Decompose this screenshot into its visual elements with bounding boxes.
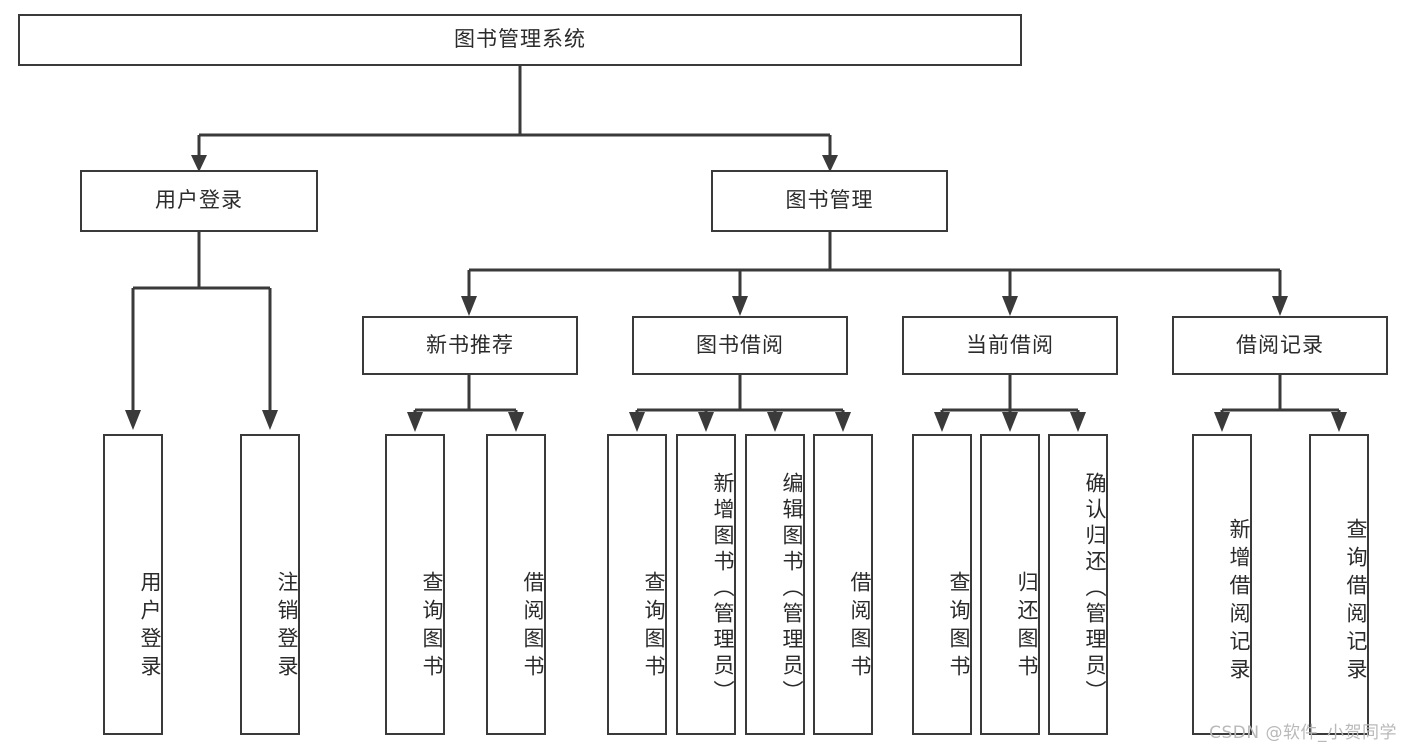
csdn-watermark: CSDN @软件_小贺同学 [1209, 723, 1397, 743]
node-book-management[interactable]: 图书管理 [711, 170, 948, 232]
node-new-book-recommend[interactable]: 新书推荐 [362, 316, 578, 375]
node-root-system[interactable]: 图书管理系统 [18, 14, 1022, 66]
node-label: 查询图书 [947, 570, 971, 683]
leaf-confirm-return-admin[interactable]: 确认归还（管理员） [1048, 434, 1108, 735]
node-label: 图书管理 [785, 188, 874, 213]
node-label: 用户登录 [138, 570, 162, 683]
node-label: 新增借阅记录 [1227, 517, 1251, 686]
leaf-query-book-borrow[interactable]: 查询图书 [607, 434, 667, 735]
node-label: 借阅图书 [848, 570, 872, 683]
node-label: 注销登录 [275, 570, 299, 683]
node-label: 查询图书 [420, 570, 444, 683]
leaf-logout[interactable]: 注销登录 [240, 434, 300, 735]
node-user-login[interactable]: 用户登录 [80, 170, 318, 232]
leaf-add-book-admin[interactable]: 新增图书（管理员） [676, 434, 736, 735]
node-label: 归还图书 [1015, 570, 1039, 683]
node-borrow-record[interactable]: 借阅记录 [1172, 316, 1388, 375]
leaf-query-book-recommend[interactable]: 查询图书 [385, 434, 445, 735]
leaf-return-book[interactable]: 归还图书 [980, 434, 1040, 735]
leaf-borrow-book-recommend[interactable]: 借阅图书 [486, 434, 546, 735]
node-label: 查询图书 [642, 570, 666, 683]
leaf-user-login[interactable]: 用户登录 [103, 434, 163, 735]
node-label: 借阅记录 [1236, 332, 1324, 357]
node-label: 新书推荐 [426, 332, 514, 357]
node-current-borrow[interactable]: 当前借阅 [902, 316, 1118, 375]
node-label: 编辑图书（管理员） [780, 471, 804, 706]
node-book-borrow[interactable]: 图书借阅 [632, 316, 848, 375]
node-label: 用户登录 [155, 188, 243, 213]
leaf-borrow-book-borrow[interactable]: 借阅图书 [813, 434, 873, 735]
node-label: 当前借阅 [966, 332, 1054, 357]
node-label: 图书管理系统 [454, 27, 586, 52]
node-label: 确认归还（管理员） [1083, 471, 1107, 706]
node-label: 图书借阅 [696, 332, 784, 357]
node-label: 新增图书（管理员） [711, 471, 735, 706]
node-label: 查询借阅记录 [1344, 517, 1368, 686]
leaf-query-book-current[interactable]: 查询图书 [912, 434, 972, 735]
node-label: 借阅图书 [521, 570, 545, 683]
leaf-query-borrow-record[interactable]: 查询借阅记录 [1309, 434, 1369, 735]
leaf-add-borrow-record[interactable]: 新增借阅记录 [1192, 434, 1252, 735]
leaf-edit-book-admin[interactable]: 编辑图书（管理员） [745, 434, 805, 735]
